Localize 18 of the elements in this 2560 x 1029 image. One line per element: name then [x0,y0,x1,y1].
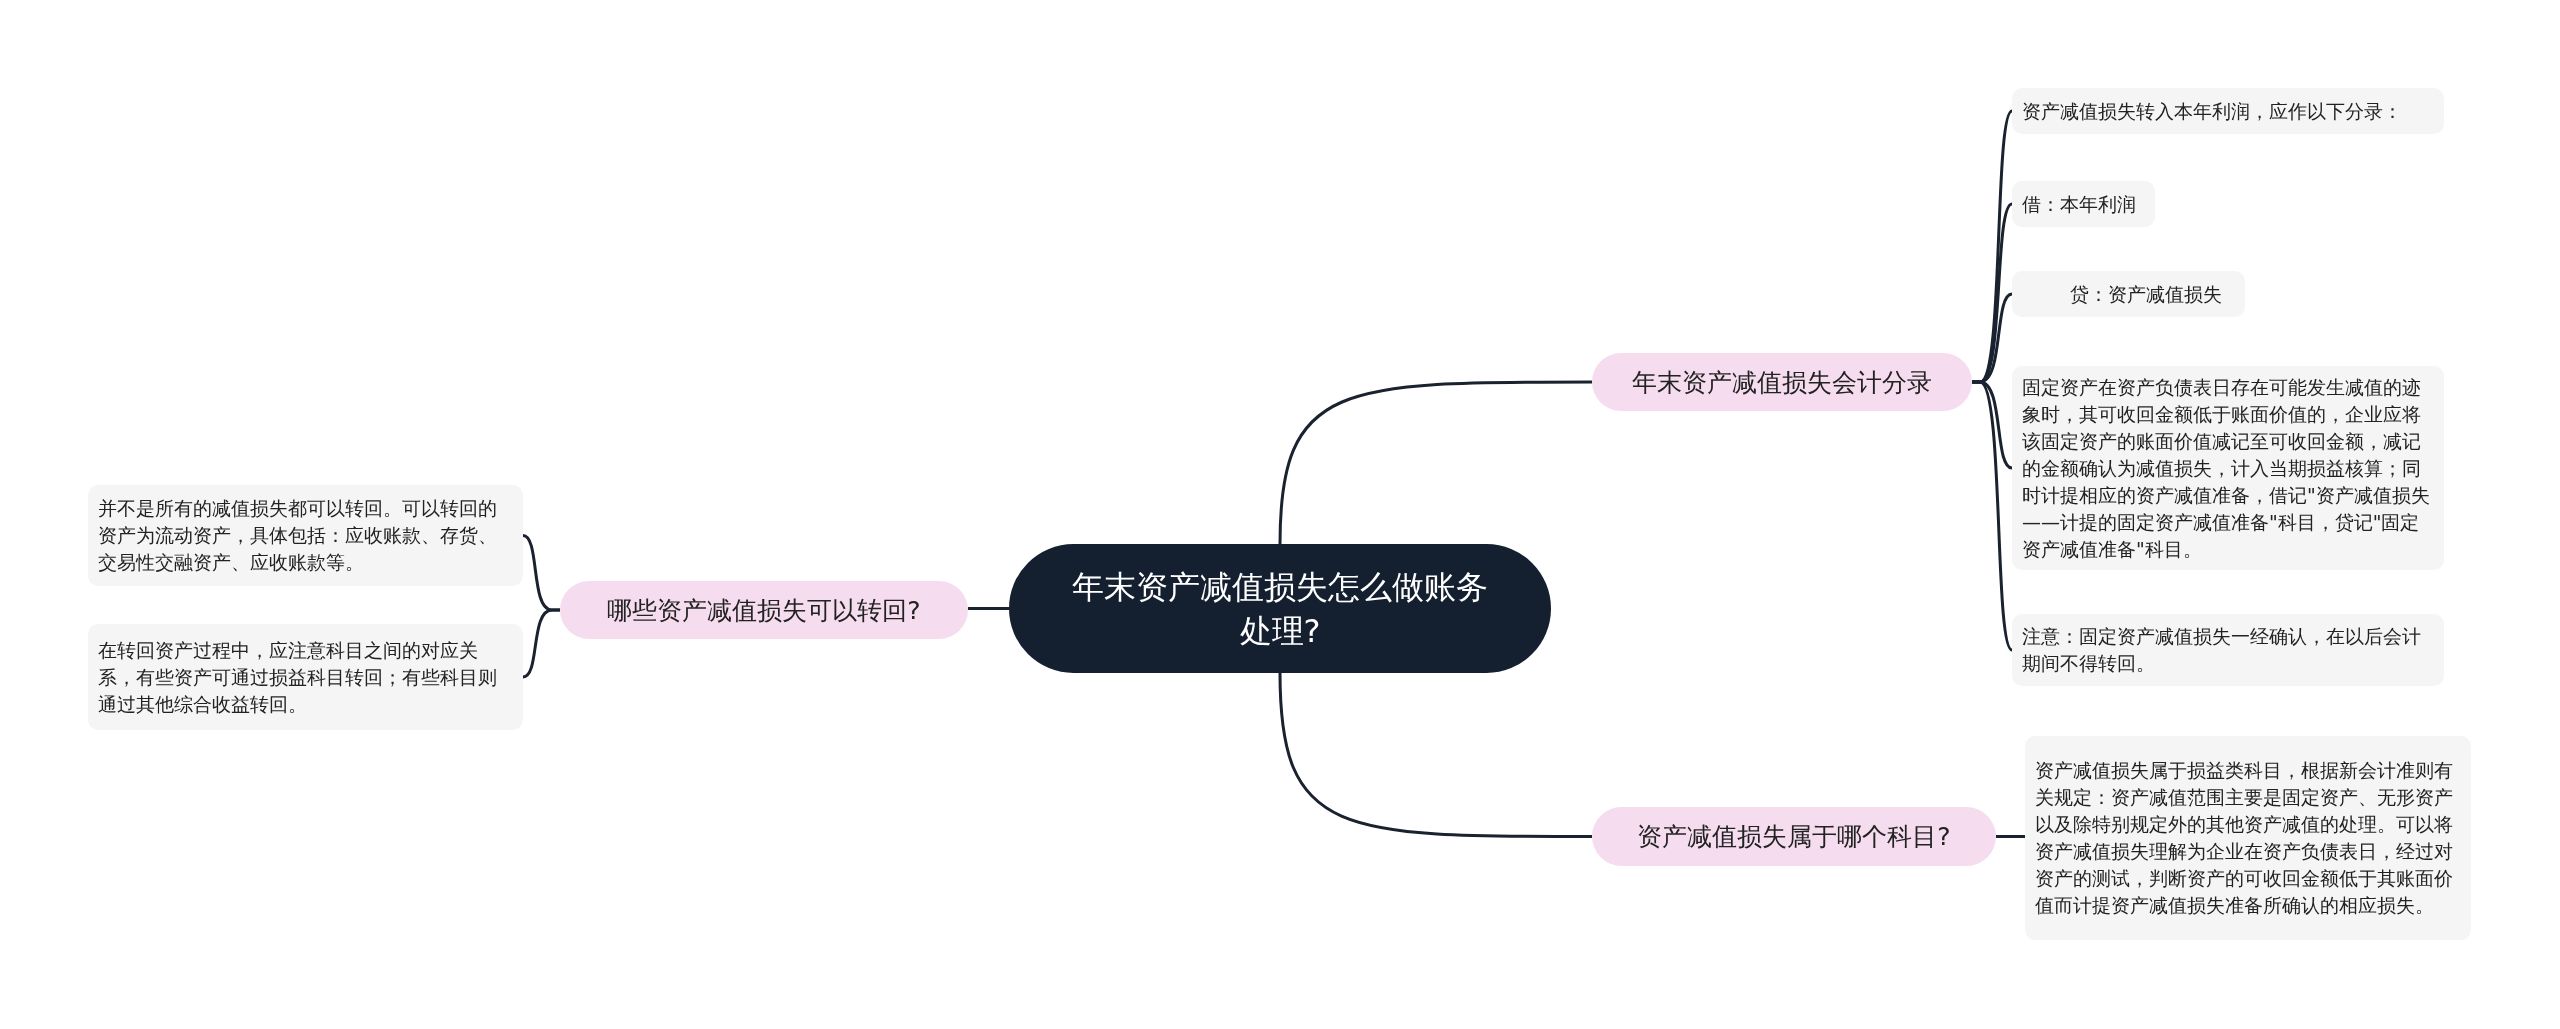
note-box: 借：本年利润 [2012,181,2155,227]
topic-pill: 年末资产减值损失会计分录 [1592,353,1972,411]
topic-pill: 资产减值损失属于哪个科目? [1592,807,1996,866]
note-box: 在转回资产过程中，应注意科目之间的对应关系，有些资产可通过损益科目转回；有些科目则通过其他综合收益转回。 [88,624,523,730]
note-box: 并不是所有的减值损失都可以转回。可以转回的资产为流动资产，具体包括：应收账款、存货、交易性交融资产、应收账款等。 [88,485,523,586]
connector-line [1278,380,1592,545]
note-box: 资产减值损失属于损益类科目，根据新会计准则有关规定：资产减值范围主要是固定资产、无形资产以及除特别规定外的其他资产减值的处理。可以将资产减值损失理解为企业在资产负债表日，经过对资产的测试，判断资产的可收回金额低于其账面价值而计提资产减值损失准备所确认的相应损失。 [2025,736,2471,940]
connector-line [968,607,1009,610]
connector-line [1278,672,1592,838]
note-box: 固定资产在资产负债表日存在可能发生减值的迹象时，其可收回金额低于账面价值的，企业应将该固定资产的账面价值减记至可收回金额，减记的金额确认为减值损失，计入当期损益核算；同时计提相应的资产减值准备，借记"资产减值损失——计提的固定资产减值准备"科目，贷记"固定资产减值准备"科目。 [2012,366,2444,570]
note-box: 资产减值损失转入本年利润，应作以下分录： [2012,88,2444,134]
central-topic: 年末资产减值损失怎么做账务处理? [1009,544,1551,673]
topic-pill: 哪些资产减值损失可以转回? [560,581,968,639]
note-box: 贷：资产减值损失 [2012,271,2245,317]
connector-line [1996,835,2025,838]
note-box: 注意：固定资产减值损失一经确认，在以后会计期间不得转回。 [2012,614,2444,686]
connector-line [1972,380,2014,651]
connector-line [522,608,560,679]
